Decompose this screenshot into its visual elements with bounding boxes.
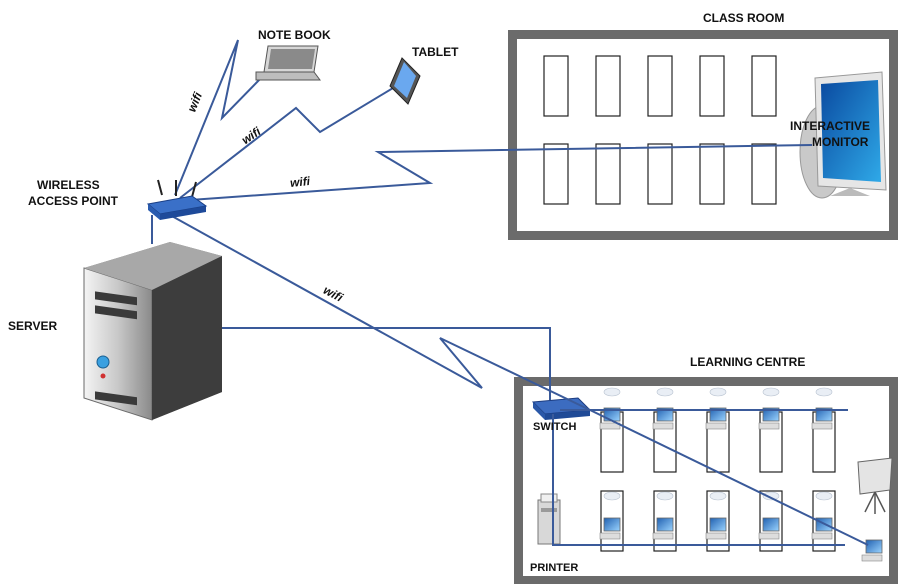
network-links: [151, 39, 869, 546]
desk: [600, 490, 624, 552]
wifi-link-monitor: [189, 144, 813, 201]
desktop-computer-icon: [652, 407, 674, 430]
wifi-link-tablet: [179, 84, 399, 199]
printer-label: PRINTER: [530, 562, 578, 574]
desktop-computer-icon: [861, 539, 883, 562]
wifi-label-tablet: wifi: [239, 124, 264, 147]
desk: [751, 143, 777, 205]
learning-centre-computers: [599, 407, 883, 562]
desk: [699, 143, 725, 205]
learning-centre-chairs: [603, 387, 833, 501]
projector-icon: [857, 457, 893, 514]
desktop-computer-icon: [758, 407, 780, 430]
printer-icon: [537, 493, 561, 545]
switch-label: SWITCH: [533, 421, 576, 433]
desk: [751, 55, 777, 117]
server-label: SERVER: [8, 319, 57, 333]
desk: [595, 55, 621, 117]
switch-bottom-row-link: [552, 414, 845, 546]
server-switch-link: [220, 327, 551, 400]
classroom: [508, 30, 898, 240]
notebook-label: NOTE BOOK: [258, 28, 331, 42]
desk: [543, 55, 569, 117]
desktop-computer-icon: [705, 517, 727, 540]
classroom-desks: [543, 55, 777, 205]
wireless-ap-label-line1: WIRELESS: [37, 178, 100, 192]
laptop-icon: [255, 45, 321, 81]
diagonal-link: [589, 409, 869, 546]
tablet-label: TABLET: [412, 45, 459, 59]
learning-centre-label: LEARNING CENTRE: [690, 355, 805, 369]
desktop-computer-icon: [652, 517, 674, 540]
desktop-computer-icon: [599, 517, 621, 540]
wifi-label-notebook: wifi: [185, 90, 206, 114]
desk: [647, 55, 673, 117]
server-tower-icon: [83, 242, 222, 421]
wireless-router-icon: [146, 179, 208, 220]
desk: [653, 490, 677, 552]
wifi-link-learning-centre: [169, 214, 591, 411]
wireless-ap-label-line2: ACCESS POINT: [28, 194, 119, 208]
desktop-computer-icon: [758, 517, 780, 540]
learning-centre: [514, 377, 898, 584]
desk: [759, 490, 783, 552]
desktop-computer-icon: [705, 407, 727, 430]
desk: [699, 55, 725, 117]
interactive-monitor-icon: [799, 71, 887, 199]
wifi-label-monitor: wifi: [289, 174, 311, 190]
desktop-computer-icon: [811, 407, 833, 430]
tablet-icon: [389, 57, 421, 105]
learning-centre-desks: [600, 411, 836, 552]
interactive-monitor-label-line2: MONITOR: [812, 135, 869, 149]
desk: [706, 490, 730, 552]
wifi-link-notebook: [174, 39, 263, 196]
classroom-label: CLASS ROOM: [703, 11, 784, 25]
desk: [647, 143, 673, 205]
desk: [543, 143, 569, 205]
desk: [595, 143, 621, 205]
interactive-monitor-label-line1: INTERACTIVE: [790, 119, 870, 133]
desk: [812, 490, 836, 552]
